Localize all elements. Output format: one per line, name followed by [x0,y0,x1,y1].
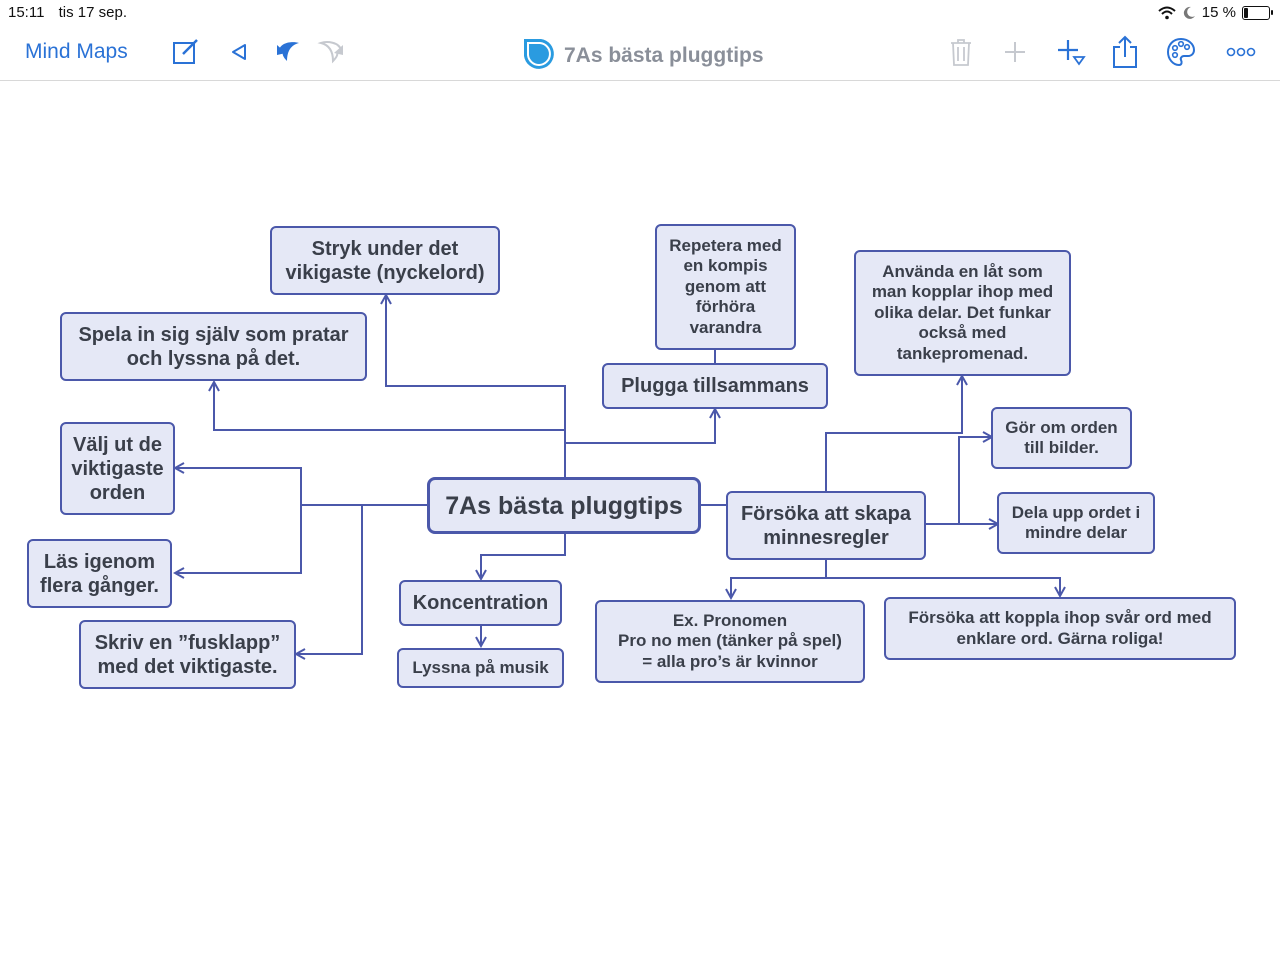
share-icon [1113,35,1137,68]
triangle-left-icon [232,44,246,60]
delete-button[interactable] [946,34,976,70]
node-dela-upp[interactable]: Dela upp ordet i mindre delar [997,492,1155,554]
mindmap-connectors [0,81,1280,960]
node-repetera[interactable]: Repetera med en kompis genom att förhöra… [655,224,796,350]
more-button[interactable] [1222,34,1260,70]
connector-spela [214,383,565,431]
connector-anvanda [825,377,962,492]
connector-koppla [826,577,1060,595]
document-title: 7As bästa pluggtips [520,36,764,76]
undo-icon [277,42,299,61]
edit-button[interactable] [168,34,204,70]
connector-ex [731,559,827,597]
connector-gor-om [926,437,991,525]
status-time: 15:11 [8,4,45,21]
status-date: tis 17 sep. [58,4,127,21]
node-anvanda-lat[interactable]: Använda en låt som man kopplar ihop med … [854,250,1071,376]
status-bar: 15:11 tis 17 sep. 15 % [0,0,1280,26]
wifi-icon [1158,6,1176,19]
more-icon [1226,47,1256,57]
connector-valj [176,468,428,506]
node-las-igenom[interactable]: Läs igenom flera gånger. [27,539,172,608]
share-button[interactable] [1108,34,1142,70]
mind-maps-back-link[interactable]: Mind Maps [25,40,128,63]
node-plugga-tillsammans[interactable]: Plugga tillsammans [602,363,828,409]
connector-koncentration [481,532,566,578]
node-spela-in[interactable]: Spela in sig själv som pratar och lyssna… [60,312,367,381]
node-forsoka-minnesregler[interactable]: Försöka att skapa minnesregler [726,491,926,560]
connector-plugga [565,410,715,444]
node-valj-ut[interactable]: Välj ut de viktigaste orden [60,422,175,515]
node-koncentration[interactable]: Koncentration [399,580,562,626]
redo-icon [317,41,343,64]
undo-button[interactable] [270,34,306,70]
node-lyssna-musik[interactable]: Lyssna på musik [397,648,564,688]
battery-fill [1244,7,1248,18]
palette-icon [1166,37,1196,67]
add-child-icon [1058,40,1086,66]
document-title-text: 7As bästa pluggtips [564,44,764,67]
redo-button[interactable] [314,34,350,70]
moon-icon [1183,6,1195,19]
add-child-button[interactable] [1054,34,1088,70]
collapse-button[interactable] [224,34,254,70]
plus-icon [1005,42,1025,62]
battery-icon [1242,5,1273,20]
node-gor-om-bilder[interactable]: Gör om orden till bilder. [991,407,1132,469]
connector-las [176,505,302,573]
style-button[interactable] [1164,34,1198,70]
add-sibling-button[interactable] [1000,34,1030,70]
node-skriv-fusklapp[interactable]: Skriv en ”fusklapp” med det viktigaste. [79,620,296,689]
toolbar: Mind Maps 7As bästa pluggtips [0,26,1280,81]
battery-percent: 15 % [1201,4,1236,21]
node-koppla-ihop[interactable]: Försöka att koppla ihop svår ord med enk… [884,597,1236,660]
node-central-topic[interactable]: 7As bästa pluggtips [427,477,701,534]
mindmap-canvas: Stryk under det vikigaste (nyckelord) Sp… [0,81,1280,960]
edit-icon [173,39,198,64]
node-ex-pronomen[interactable]: Ex. Pronomen Pro no men (tänker på spel)… [595,600,865,683]
node-stryk-under[interactable]: Stryk under det vikigaste (nyckelord) [270,226,500,295]
app-logo-icon [524,39,554,69]
connector-skriv [297,504,428,654]
trash-icon [951,39,971,66]
connector-stryk [386,296,566,478]
